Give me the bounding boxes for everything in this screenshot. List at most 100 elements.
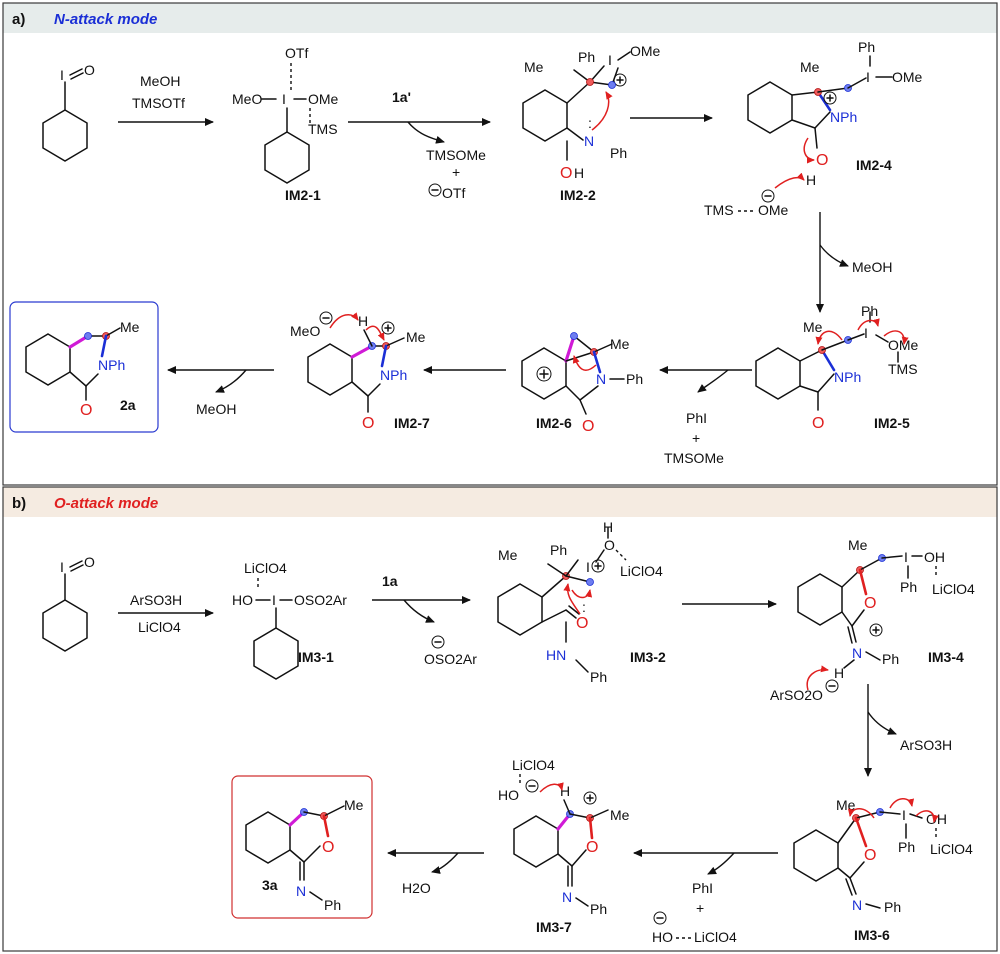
- atom-Ph: Ph: [861, 303, 878, 319]
- label-3a: 3a: [262, 877, 278, 893]
- atom-Ph: Ph: [590, 901, 607, 917]
- atom-OH: OH: [924, 549, 945, 565]
- atom-I: I: [864, 325, 868, 341]
- atom-H: H: [834, 665, 844, 681]
- atom-O: O: [84, 554, 95, 570]
- product-2a-structure: Me NPh O: [25, 319, 140, 419]
- product-2a-box: [9, 301, 159, 433]
- panel-b-letter: b): [12, 495, 26, 512]
- atom-N: N: [584, 133, 594, 149]
- atom-OTf: OTf: [285, 45, 308, 61]
- atom-HO: HO: [498, 787, 519, 803]
- atom-I: I: [60, 559, 64, 575]
- byproduct-otf: OTf: [442, 185, 465, 201]
- label-im3-7: IM3-7: [536, 919, 572, 935]
- label-2a: 2a: [120, 397, 136, 413]
- atom-Me: Me: [610, 807, 630, 823]
- atom-Me: Me: [848, 537, 868, 553]
- label-im2-4: IM2-4: [856, 157, 892, 173]
- atom-O: O: [322, 839, 334, 856]
- atom-N: N: [852, 897, 862, 913]
- label-im2-1: IM2-1: [285, 187, 321, 203]
- panel-b-mode-prefix: O: [54, 495, 66, 512]
- atom-I: I: [282, 91, 286, 107]
- atom-O: O: [586, 839, 598, 856]
- label-im3-4: IM3-4: [928, 649, 964, 665]
- atom-N: N: [296, 883, 306, 899]
- im3-7-structure: Me H LiClO4 HO O N Ph: [498, 757, 630, 917]
- atom-LiClO4: LiClO4: [244, 560, 287, 576]
- atom-Ph: Ph: [590, 669, 607, 685]
- label-im3-6: IM3-6: [854, 927, 890, 943]
- atom-Ph: Ph: [610, 145, 627, 161]
- atom-O: O: [582, 418, 594, 435]
- reagent-meoh: MeOH: [140, 73, 180, 89]
- atom-Me: Me: [120, 319, 140, 335]
- byproduct-arso3h: ArSO3H: [900, 737, 952, 753]
- atom-H: H: [574, 165, 584, 181]
- reagent-arso3h: ArSO3H: [130, 592, 182, 608]
- label-im2-6: IM2-6: [536, 415, 572, 431]
- atom-I: I: [902, 807, 906, 823]
- atom-HO: HO: [232, 592, 253, 608]
- atom-Ph: Ph: [626, 371, 643, 387]
- panel-b: b) O-attack mode I O ArSO3H LiClO4 LiClO…: [2, 486, 998, 952]
- atom-OMe: OMe: [308, 91, 339, 107]
- atom-NPh: NPh: [830, 109, 857, 125]
- label-im2-2: IM2-2: [560, 187, 596, 203]
- reagent-tmsotf: TMSOTf: [132, 95, 185, 111]
- atom-Me: Me: [498, 547, 518, 563]
- panel-a: a) N-attack mode I O MeOH TMSOTf OTf I M…: [2, 2, 998, 486]
- atom-HN: HN: [546, 647, 566, 663]
- atom-Me: Me: [803, 319, 823, 335]
- reagent-liclo4: LiClO4: [138, 619, 181, 635]
- atom-Me: Me: [524, 59, 544, 75]
- atom-Me: Me: [406, 329, 426, 345]
- ion-tms: TMS: [704, 202, 734, 218]
- atom-NPh: NPh: [834, 369, 861, 385]
- im2-6-structure: Me N Ph O: [521, 332, 643, 435]
- iodosylbenzene-a: I O: [42, 62, 95, 162]
- byproduct-tmsome: TMSOMe: [426, 147, 486, 163]
- atom-Ph: Ph: [898, 839, 915, 855]
- atom-Ph: Ph: [578, 49, 595, 65]
- atom-H: H: [358, 313, 368, 329]
- atom-I: I: [866, 69, 870, 85]
- label-im3-1: IM3-1: [298, 649, 334, 665]
- atom-LiClO4: LiClO4: [512, 757, 555, 773]
- atom-Me: Me: [610, 336, 630, 352]
- byproduct-oso2ar: OSO2Ar: [424, 651, 477, 667]
- reagent-1a: 1a: [382, 573, 398, 589]
- atom-O: O: [576, 615, 588, 632]
- atom-O: O: [864, 847, 876, 864]
- panel-b-title: O-attack mode: [54, 495, 158, 512]
- panel-a-title: N-attack mode: [54, 11, 157, 28]
- atom-O: O: [816, 152, 828, 169]
- atom-MeO: MeO: [290, 323, 320, 339]
- byproduct-phi-a: PhI: [686, 410, 707, 426]
- panel-a-letter: a): [12, 11, 25, 28]
- anion-arso2o: ArSO2O: [770, 687, 823, 703]
- atom-I: I: [272, 592, 276, 608]
- atom-N: N: [596, 371, 606, 387]
- byproduct-tmsome-a: TMSOMe: [664, 450, 724, 466]
- atom-I: I: [60, 67, 64, 83]
- atom-LiClO4: LiClO4: [932, 581, 975, 597]
- atom-H: H: [603, 519, 613, 535]
- im3-6-structure: Me I OH LiClO4 Ph O N Ph: [793, 797, 973, 915]
- atom-Ph: Ph: [550, 542, 567, 558]
- atom-NPh: NPh: [380, 367, 407, 383]
- atom-LiClO4: LiClO4: [930, 841, 973, 857]
- atom-OH: OH: [926, 811, 947, 827]
- atom-Ph: Ph: [324, 897, 341, 913]
- panel-b-mode-suffix: -attack mode: [66, 495, 159, 512]
- label-im3-2: IM3-2: [630, 649, 666, 665]
- atom-Ph: Ph: [858, 39, 875, 55]
- atom-OSO2Ar: OSO2Ar: [294, 592, 347, 608]
- atom-OMe: OMe: [888, 337, 919, 353]
- im2-5-structure: Me I Ph OMe TMS NPh O: [755, 303, 919, 432]
- atom-Ph: Ph: [884, 899, 901, 915]
- atom-Me: Me: [344, 797, 364, 813]
- byproduct-meoh-a2: MeOH: [196, 401, 236, 417]
